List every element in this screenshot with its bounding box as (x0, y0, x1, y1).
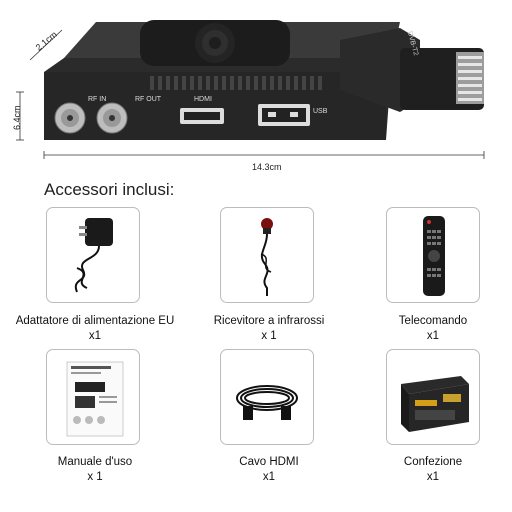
hdmi-cable-label: Cavo HDMI (239, 456, 299, 468)
height-dimension: 6.4cm (12, 105, 22, 130)
ir-receiver-icon (260, 218, 273, 296)
remote-control-icon (423, 216, 445, 296)
manual-icon (66, 361, 124, 437)
remote-control-qty: x1 (426, 330, 440, 342)
remote-control-label: Telecomando (398, 315, 468, 327)
power-adapter-icon (74, 218, 113, 293)
rf-out-label: RF OUT (135, 96, 162, 103)
ir-receiver-qty: x 1 (261, 330, 277, 342)
hdmi-cable-qty: x1 (262, 471, 276, 483)
power-adapter-qty: x1 (88, 330, 102, 342)
package-box-qty: x1 (426, 471, 440, 483)
ir-receiver-card (220, 207, 314, 303)
package-box-icon (401, 376, 469, 432)
width-dimension: 14.3cm (252, 162, 282, 172)
package-box-label: Confezione (403, 456, 463, 468)
hdmi-cable-icon (236, 385, 298, 420)
manual-label: Manuale d'uso (57, 456, 133, 468)
product-illustration: 6.4cm 2.1cm 14.3cm RF IN RF OUT HDMI USB… (0, 0, 512, 180)
power-adapter-label: Adattatore di alimentazione EU (15, 315, 175, 327)
hdmi-label: HDMI (194, 96, 212, 103)
remote-control-card (386, 207, 480, 303)
rf-in-label: RF IN (88, 96, 107, 103)
manual-card (46, 349, 140, 445)
usb-label: USB (313, 108, 328, 115)
receiver-device-image (16, 20, 485, 159)
accessories-grid: Adattatore di alimentazione EU x1 Ricevi… (16, 207, 488, 507)
manual-qty: x 1 (87, 471, 103, 483)
package-box-card (386, 349, 480, 445)
accessories-heading: Accessori inclusi: (44, 180, 175, 199)
ir-receiver-label: Ricevitore a infrarossi (213, 315, 325, 327)
hdmi-cable-card (220, 349, 314, 445)
power-adapter-card (46, 207, 140, 303)
